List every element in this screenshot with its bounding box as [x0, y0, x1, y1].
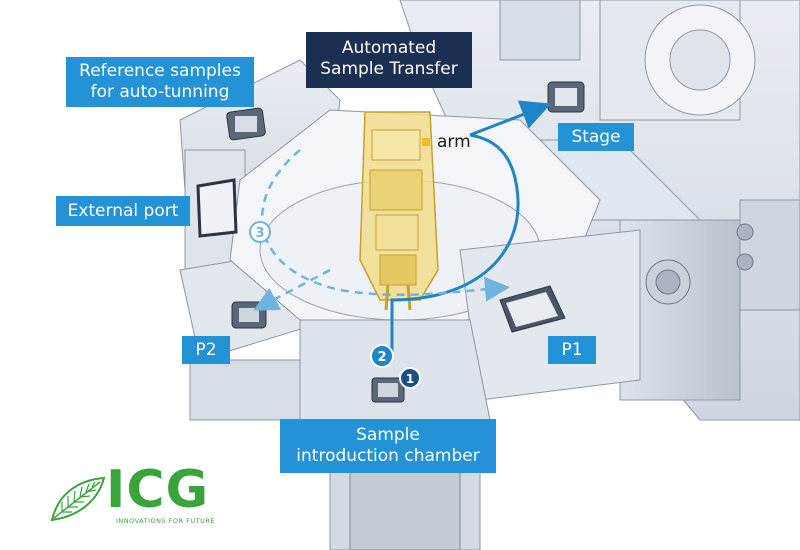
label-external-port-text: External port — [67, 201, 179, 221]
step-marker-2: 2 — [370, 344, 394, 368]
label-reference-samples: Reference samples for auto-tunning — [66, 57, 254, 107]
label-intro-line2: introduction chamber — [296, 446, 480, 466]
label-transfer-line2: Sample Transfer — [320, 59, 458, 79]
label-reference-line1: Reference samples — [79, 61, 241, 81]
label-intro-chamber: Sample introduction chamber — [280, 419, 496, 473]
step-2-text: 2 — [377, 350, 386, 365]
icg-logo: ICG INNOVATIONS FOR FUTURE — [48, 462, 228, 532]
transfer-arm — [359, 111, 439, 311]
label-p1: P1 — [548, 336, 596, 364]
logo-text: ICG — [106, 460, 210, 520]
step-marker-1: 1 — [399, 367, 421, 389]
label-stage: Stage — [558, 123, 634, 151]
label-stage-text: Stage — [571, 127, 621, 147]
label-transfer-line1: Automated — [341, 38, 437, 58]
transfer-path-dashed — [253, 149, 510, 311]
label-automated-transfer: Automated Sample Transfer — [306, 32, 472, 88]
step-3-text: 3 — [255, 226, 264, 241]
sample-holders — [196, 81, 585, 403]
label-p2-text: P2 — [195, 340, 217, 360]
label-p1-text: P1 — [561, 340, 583, 360]
step-marker-3: 3 — [249, 221, 271, 243]
step-1-text: 1 — [406, 372, 414, 386]
label-reference-line2: for auto-tunning — [90, 82, 230, 102]
leaf-icon — [50, 476, 106, 522]
label-p2: P2 — [182, 336, 230, 364]
label-arm: arm — [437, 132, 471, 152]
label-intro-line1: Sample — [356, 425, 420, 445]
label-external-port: External port — [56, 196, 190, 226]
logo-tagline: INNOVATIONS FOR FUTURE — [116, 517, 215, 525]
